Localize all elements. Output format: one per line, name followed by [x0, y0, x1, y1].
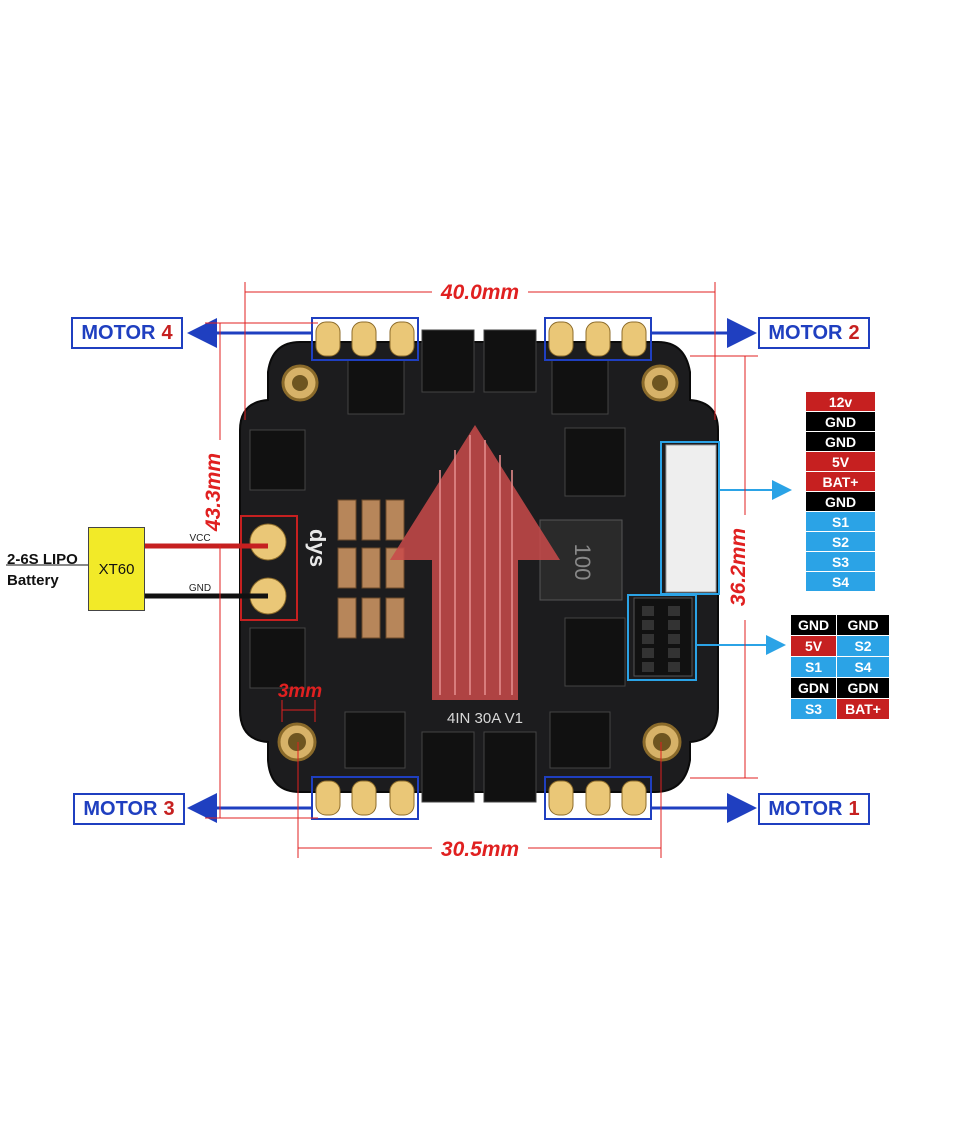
- header-pin-0-1: GND: [836, 614, 890, 636]
- battery-label: 2-6S LIPO Battery: [7, 549, 78, 591]
- xt60-label: XT60: [98, 560, 135, 578]
- dim-height-left: 43.3mm: [202, 453, 225, 532]
- motor1-number: 1: [848, 797, 860, 820]
- jst-pin-1: GND: [805, 411, 876, 432]
- dim-hole-gap: 3mm: [278, 681, 322, 702]
- motor1-text: MOTOR: [768, 797, 843, 820]
- header-pin-4-1: BAT+: [836, 698, 890, 720]
- dim-height-right: 36.2mm: [727, 528, 750, 606]
- motor-pad-highlights: [311, 317, 652, 820]
- jst-pin-3: 5V: [805, 451, 876, 472]
- esc-board: 100 4IN 30A V1 dys: [239, 321, 719, 816]
- jst-pin-8: S3: [805, 551, 876, 572]
- jst-connector: [665, 444, 717, 593]
- battery-type: 2-6S LIPO: [7, 551, 78, 568]
- header-pin-4-0: S3: [789, 698, 838, 720]
- mounting-holes: [277, 364, 682, 762]
- xt60-connector: XT60: [88, 527, 145, 611]
- jst-pin-4: BAT+: [805, 471, 876, 492]
- motor4-text: MOTOR: [81, 321, 156, 344]
- motor4-number: 4: [161, 321, 173, 344]
- header-highlight: [627, 594, 697, 681]
- gnd-label: GND: [189, 583, 211, 594]
- vcc-label: VCC: [189, 533, 210, 544]
- battery-pad-highlight: [240, 515, 298, 621]
- direction-arrow: [390, 425, 560, 700]
- battery-text: Battery: [7, 572, 59, 589]
- header-pin-1-1: S2: [836, 635, 890, 657]
- jst-pin-0: 12v: [805, 391, 876, 412]
- brand-logo: dys: [305, 529, 330, 567]
- mosfets: [249, 329, 626, 803]
- board-silkscreen: 4IN 30A V1: [447, 710, 523, 727]
- header-pin-2-0: S1: [789, 656, 838, 678]
- motor3-text: MOTOR: [83, 797, 158, 820]
- header-pin-1-0: 5V: [789, 635, 838, 657]
- header-pin-3-0: GDN: [789, 677, 838, 699]
- motor2-number: 2: [848, 321, 860, 344]
- header-pin-2-1: S4: [836, 656, 890, 678]
- jst-pin-7: S2: [805, 531, 876, 552]
- jst-pin-5: GND: [805, 491, 876, 512]
- jst-pin-2: GND: [805, 431, 876, 452]
- header-pin-3-1: GDN: [836, 677, 890, 699]
- motor3-number: 3: [163, 797, 175, 820]
- motor-pads: [315, 321, 647, 816]
- header-pin-0-0: GND: [789, 614, 838, 636]
- dim-width-top: 40.0mm: [440, 281, 519, 304]
- jst-pin-6: S1: [805, 511, 876, 532]
- jst-pin-9: S4: [805, 571, 876, 592]
- capacitors: [337, 499, 405, 639]
- inductor-label: 100: [570, 544, 595, 581]
- motor2-text: MOTOR: [768, 321, 843, 344]
- dim-width-bottom: 30.5mm: [441, 838, 519, 861]
